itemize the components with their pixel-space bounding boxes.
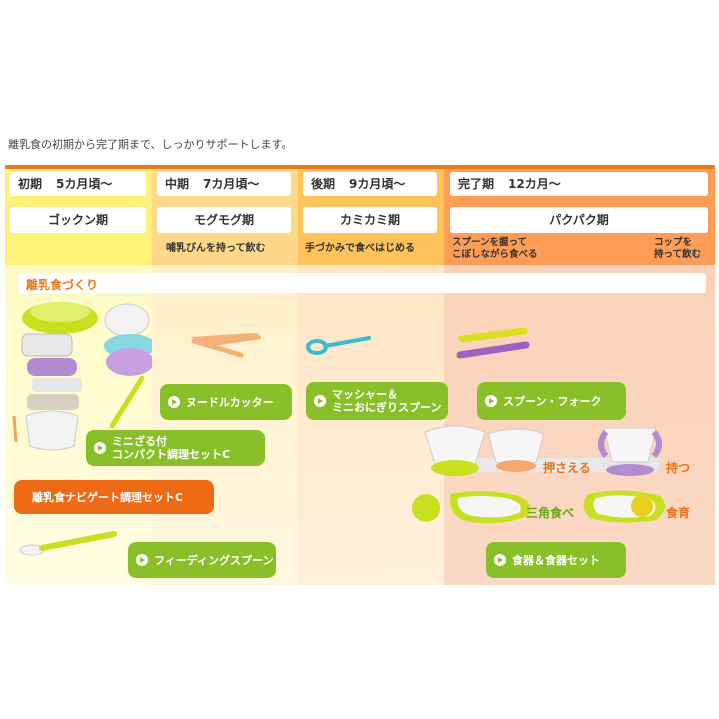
intro-text: 離乳食の初期から完了期まで、しっかりサポートします。 [8, 138, 293, 151]
triangle-plates-image [412, 490, 666, 523]
arrow-right-icon [136, 554, 148, 566]
stage-column-middle [152, 165, 298, 585]
spoon-fork-image [456, 327, 530, 359]
label-osaeru: 押さえる [543, 461, 591, 475]
section-title: 離乳食づくり [26, 278, 99, 292]
noodle-cutter-image [191, 333, 261, 358]
arrow-right-icon [485, 395, 497, 407]
arrow-right-icon [314, 395, 326, 407]
masher-button[interactable]: マッシャー＆ ミニおにぎりスプーン [306, 382, 448, 420]
tableware-button[interactable]: 食器＆食器セット [486, 542, 626, 578]
noodle-cutter-button[interactable]: ヌードルカッター [160, 384, 292, 420]
note-middle: 哺乳びんを持って飲む [166, 243, 266, 254]
arrow-right-icon [94, 442, 106, 454]
feeding-spoon-button[interactable]: フィーディングスプーン [128, 542, 276, 578]
arrow-right-icon [168, 396, 180, 408]
note-final-left: スプーンを握って こぼしながら食べる [452, 237, 538, 260]
label-motsu: 持つ [666, 461, 691, 475]
cooking-set-image [12, 302, 152, 451]
feeding-spoon-image [19, 531, 117, 556]
masher-image [306, 336, 371, 355]
stage-name-mogumogu: モグモグ期 [157, 207, 291, 233]
label-shokuiku: 食育 [666, 506, 691, 520]
note-late: 手づかみで食べはじめる [305, 243, 415, 254]
mini-zaru-button[interactable]: ミニざる付 コンパクト調理セットC [86, 430, 265, 466]
spoon-fork-button[interactable]: スプーン・フォーク [477, 382, 626, 420]
top-strip [5, 165, 715, 169]
section-bar: 離乳食づくり [18, 273, 706, 293]
navigate-set-button[interactable]: 離乳食ナビゲート調理セットC [14, 480, 214, 514]
stage-name-kamikami: カミカミ期 [303, 207, 437, 233]
bowls-cup-image [424, 425, 662, 476]
stage-name-gokkun: ゴックン期 [10, 207, 146, 233]
note-final-right: コップを 持って飲む [654, 237, 702, 260]
label-sankaku: 三角食べ [526, 506, 575, 520]
stage-name-pakupaku: パクパク期 [450, 207, 708, 233]
arrow-right-icon [494, 554, 506, 566]
